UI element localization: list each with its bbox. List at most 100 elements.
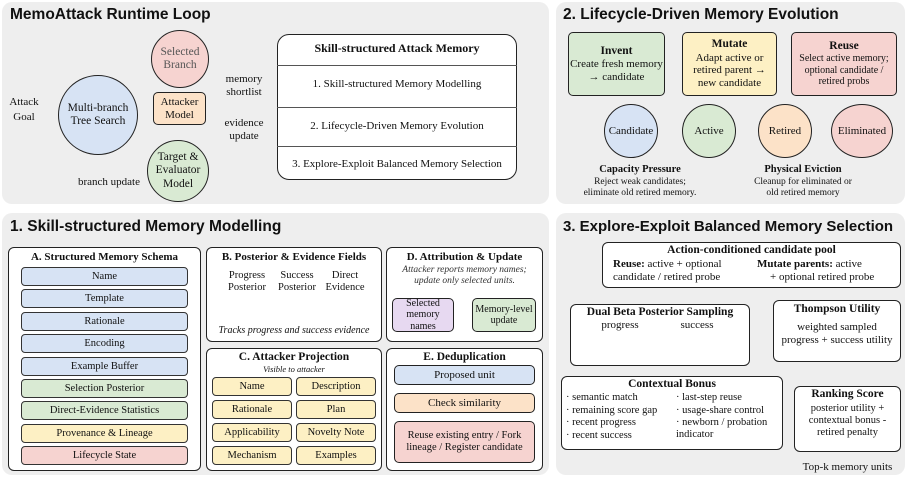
ranking-title: Ranking Score xyxy=(811,388,884,400)
beta-title: Dual Beta Posterior Sampling xyxy=(586,306,734,318)
attack-goal-label: Attack Goal xyxy=(9,96,39,123)
state-active: Active xyxy=(682,104,736,158)
schema-row: Example Buffer xyxy=(21,356,188,376)
state-retired: Retired xyxy=(758,104,812,158)
projection-cell: Plan xyxy=(296,400,376,419)
branch-update-label: branch update xyxy=(78,176,140,188)
top-k-output: Top-k memory units xyxy=(802,461,893,473)
bonus-left-item: · remaining score gap xyxy=(566,404,658,416)
bonus-left-item: · recent success xyxy=(566,429,632,441)
mutate-body: Adapt active or retired parent → new can… xyxy=(693,51,766,89)
projection-title: C. Attacker Projection xyxy=(238,351,350,363)
memory-row-1: 1. Skill-structured Memory Modelling xyxy=(312,78,482,90)
progress-posterior-label: Progress Posterior xyxy=(228,270,266,294)
projection-cell: Examples xyxy=(296,446,376,465)
check-similarity-box: Check similarity xyxy=(394,393,535,413)
tree-search-node: Multi-branch Tree Search xyxy=(58,75,138,155)
beta-success-label: success xyxy=(680,319,714,331)
projection-cell: Name xyxy=(212,377,292,396)
direct-evidence-label: Direct Evidence xyxy=(325,270,365,294)
projection-cell: Mechanism xyxy=(212,446,292,465)
bonus-box xyxy=(561,376,783,450)
memory-row-2: 2. Lifecycle-Driven Memory Evolution xyxy=(310,120,484,132)
bonus-right-item: · usage-share control xyxy=(676,404,765,416)
pool-reuse-line: Reuse: active + optional xyxy=(613,258,722,271)
pool-mutate-line: Mutate parents: active xyxy=(757,258,862,271)
bonus-right-item: · last-step reuse xyxy=(676,392,742,403)
thompson-body: weighted sampled progress + success util… xyxy=(781,321,893,346)
candidate-pool-box xyxy=(602,242,901,288)
state-eliminated: Eliminated xyxy=(831,104,893,158)
schema-row: Template xyxy=(21,289,188,309)
memory-divider-2 xyxy=(277,107,517,108)
reuse-box: Reuse Select active memory; optional can… xyxy=(791,32,897,96)
eviction-title: Physical Eviction xyxy=(764,164,842,175)
schema-title: A. Structured Memory Schema xyxy=(30,251,179,263)
mutate-box: Mutate Adapt active or retired parent → … xyxy=(682,32,777,96)
invent-body: Create fresh memory → candidate xyxy=(570,57,663,83)
schema-row: Direct-Evidence Statistics xyxy=(21,401,188,421)
posterior-title: B. Posterior & Evidence Fields xyxy=(221,251,367,263)
schema-row: Lifecycle State xyxy=(21,446,188,466)
target-evaluator-node: Target & Evaluator Model xyxy=(147,140,209,202)
ranking-body: posterior utility + contextual bonus - r… xyxy=(808,403,887,439)
beta-sampling-box xyxy=(570,304,750,366)
schema-row: Rationale xyxy=(21,311,188,331)
selection-title: 3. Explore-Exploit Balanced Memory Selec… xyxy=(563,218,894,235)
thompson-box xyxy=(773,300,901,362)
projection-cell: Novelty Note xyxy=(296,423,376,442)
success-posterior-label: Success Posterior xyxy=(278,270,316,294)
schema-row: Provenance & Lineage xyxy=(21,423,188,443)
runtime-loop-title: MemoAttack Runtime Loop xyxy=(10,6,211,23)
proposed-unit-box: Proposed unit xyxy=(394,365,535,385)
invent-title: Invent xyxy=(600,44,633,57)
memory-shortlist-label: memory shortlist xyxy=(225,73,263,98)
bonus-left-item: · recent progress xyxy=(566,417,636,428)
selected-memory-names: Selected memory names xyxy=(392,298,454,332)
mutate-title: Mutate xyxy=(711,38,748,51)
attacker-model-box: Attacker Model xyxy=(153,92,206,125)
pool-mutate-text1: active xyxy=(835,258,862,270)
schema-row: Name xyxy=(21,267,188,286)
schema-row: Encoding xyxy=(21,334,188,354)
eviction-body: Cleanup for eliminated or old retired me… xyxy=(754,177,852,198)
pool-reuse-text1: active + optional xyxy=(647,258,722,270)
dedup-title: E. Deduplication xyxy=(423,351,506,363)
pool-reuse-text2: candidate / retired probe xyxy=(613,271,721,283)
capacity-body: Reject weak candidates; eliminate old re… xyxy=(583,177,697,198)
selected-branch-node: Selected Branch xyxy=(151,30,209,88)
pool-mutate-label: Mutate parents: xyxy=(757,258,833,270)
projection-cell: Rationale xyxy=(212,400,292,419)
lifecycle-title: 2. Lifecycle-Driven Memory Evolution xyxy=(563,6,839,23)
attribution-title: D. Attribution & Update xyxy=(406,251,523,263)
ranking-box xyxy=(794,386,901,452)
thompson-title: Thompson Utility xyxy=(793,303,881,315)
memory-divider-1 xyxy=(277,65,517,66)
pool-title: Action-conditioned candidate pool xyxy=(667,244,836,256)
evidence-update-label: evidence update xyxy=(224,117,264,142)
bonus-right-item: · newborn / probation indicator xyxy=(676,417,768,441)
posterior-caption: Tracks progress and success evidence xyxy=(218,325,370,336)
bonus-title: Contextual Bonus xyxy=(628,378,716,390)
capacity-title: Capacity Pressure xyxy=(599,164,681,175)
projection-cell: Description xyxy=(296,377,376,396)
reuse-title: Reuse xyxy=(829,40,859,53)
beta-progress-label: progress xyxy=(601,319,639,331)
reuse-body: Select active memory; optional candidate… xyxy=(799,53,889,88)
pool-mutate-text2: + optional retired probe xyxy=(770,271,875,283)
memory-level-update: Memory-level update xyxy=(472,298,536,332)
projection-cell: Applicability xyxy=(212,423,292,442)
schema-row: Selection Posterior xyxy=(21,379,188,398)
attack-memory-title: Skill-structured Attack Memory xyxy=(314,41,480,55)
invent-box: Invent Create fresh memory → candidate xyxy=(568,32,665,96)
memory-divider-3 xyxy=(277,146,517,147)
bonus-left-item: · semantic match xyxy=(566,392,638,403)
attribution-caption: Attacker reports memory names; update on… xyxy=(402,265,527,286)
dedup-outcome-box: Reuse existing entry / Fork lineage / Re… xyxy=(394,421,535,463)
memory-row-3: 3. Explore-Exploit Balanced Memory Selec… xyxy=(292,158,502,170)
posterior-box xyxy=(206,247,382,342)
projection-subtitle: Visible to attacker xyxy=(263,364,325,374)
state-candidate: Candidate xyxy=(604,104,658,158)
pool-reuse-label: Reuse: xyxy=(613,258,645,270)
